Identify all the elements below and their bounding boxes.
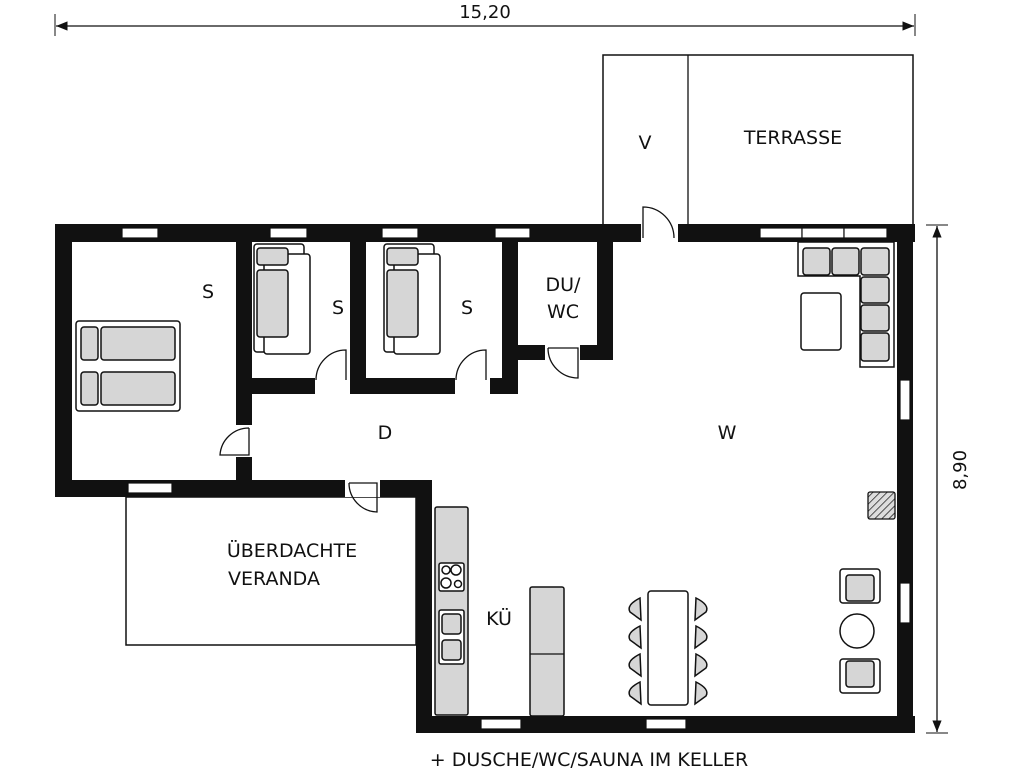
- width-label: 15,20: [459, 2, 511, 23]
- room-label-kitchen: KÜ: [486, 607, 512, 630]
- room-label-bathroom-line1: DU/: [546, 274, 582, 296]
- coffee-table: [800, 292, 842, 351]
- dining-table: [628, 590, 708, 706]
- bunk-bed-2: [383, 243, 441, 355]
- kitchen-counter: [434, 506, 469, 716]
- lounge-set: [839, 568, 881, 694]
- veranda-area: [125, 496, 417, 646]
- fireplace: [867, 491, 896, 520]
- footnote: + DUSCHE/WC/SAUNA IM KELLER: [430, 749, 748, 768]
- width-dimension: 15,20: [54, 2, 916, 36]
- depth-dimension: 8,90: [926, 224, 971, 734]
- room-label-living: W: [718, 422, 737, 444]
- walls: [55, 224, 915, 733]
- room-label-bedroom-2: S: [332, 297, 344, 319]
- windows: [121, 227, 911, 730]
- room-label-bathroom-line2: WC: [547, 301, 579, 323]
- room-label-veranda-line2: VERANDA: [228, 568, 320, 590]
- room-label-storage: V: [639, 132, 652, 154]
- terrace-area: [602, 54, 914, 226]
- bunk-bed-1: [253, 243, 311, 355]
- depth-label: 8,90: [950, 450, 971, 490]
- room-label-hallway: D: [378, 422, 393, 444]
- room-label-terrace: TERRASSE: [743, 127, 842, 149]
- corner-sofa: [797, 241, 895, 368]
- room-label-bedroom-3: S: [461, 297, 473, 319]
- double-bed: [75, 320, 181, 412]
- room-label-veranda-line1: ÜBERDACHTE: [227, 539, 357, 562]
- room-label-bedroom-1: S: [202, 281, 214, 303]
- doors: [219, 206, 678, 513]
- fridge-unit: [529, 586, 565, 717]
